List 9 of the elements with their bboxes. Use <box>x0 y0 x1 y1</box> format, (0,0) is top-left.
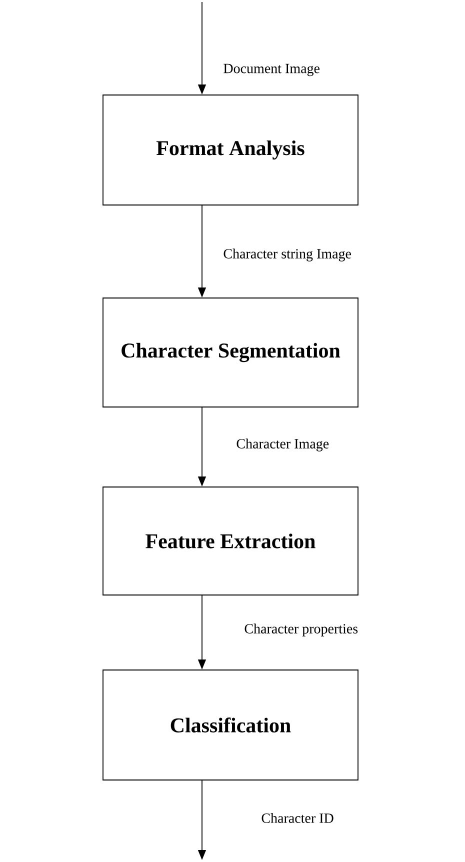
process-box: Character Segmentation <box>102 298 358 408</box>
edge-label: Character properties <box>244 624 358 636</box>
edge-label: Character string Image <box>224 248 351 262</box>
edge-label: Document Image <box>224 64 320 76</box>
process-box: Classification <box>102 670 358 780</box>
edge-label: Character ID <box>262 813 334 823</box>
process-box: Feature Extraction <box>102 486 358 596</box>
process-box: Format Analysis <box>102 94 358 206</box>
edge-label: Character Image <box>236 438 329 452</box>
